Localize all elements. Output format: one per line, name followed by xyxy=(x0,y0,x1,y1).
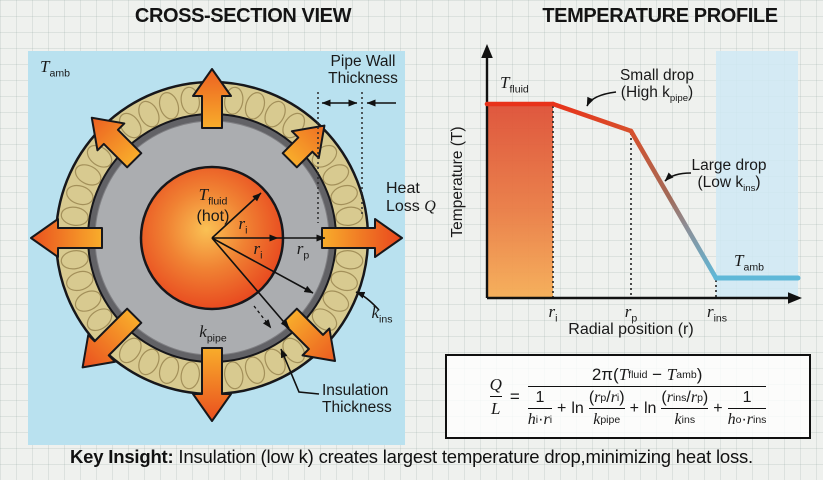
insulation-fiber-loop xyxy=(330,184,358,206)
insulation-fiber-loop xyxy=(322,164,350,186)
insulation-fiber-loop xyxy=(311,308,338,332)
radius-pointer-arrow-2 xyxy=(211,237,290,329)
cross-section-panel: Tamb Tfluid (hot) ri ri rp kpipe kins Pi… xyxy=(28,51,405,445)
heat-arrow xyxy=(81,307,143,369)
insulation-fiber-loop xyxy=(224,86,244,115)
heat-arrow xyxy=(321,218,403,258)
insulation-thickness-pointer xyxy=(280,348,320,395)
insulation-fiber-loop xyxy=(118,337,142,364)
k-pipe-label: kpipe xyxy=(199,322,227,345)
t-fluid-hot-label: Tfluid (hot) xyxy=(196,185,230,226)
x-axis-label: Radial position (r) xyxy=(568,321,694,338)
insulation-fiber-loop xyxy=(264,100,286,128)
cross-section-title: CROSS-SECTION VIEW xyxy=(134,5,352,27)
tick-r-ins: rins xyxy=(706,302,728,325)
insulation-fiber-loop xyxy=(66,270,94,292)
heat-arrow xyxy=(192,347,232,422)
k-ins-pointer-arrow xyxy=(355,291,380,311)
heat-arrow xyxy=(90,116,143,169)
curve-insulation-segment xyxy=(628,128,719,281)
insulation-fiber-loop xyxy=(158,92,180,120)
t-amb-label: Tamb xyxy=(40,57,70,80)
fluid-region-fill xyxy=(487,104,553,298)
large-drop-pointer-arrow xyxy=(664,172,692,182)
equals-sign: = xyxy=(509,386,520,406)
y-axis-label: Temperature (T) xyxy=(449,126,466,238)
r-i-label-2: ri xyxy=(253,239,263,262)
chart-t-fluid-label: Tfluid xyxy=(500,73,529,96)
tick-r-p: rp xyxy=(624,302,638,325)
heat-arrow xyxy=(192,68,232,129)
t-amb-sub: amb xyxy=(49,67,70,80)
q-over-l: Q L xyxy=(489,374,502,418)
r-i-label-1: ri xyxy=(238,214,248,237)
insulation-fiber-loop xyxy=(244,92,266,120)
dashed-pointer-arrow xyxy=(253,305,272,329)
temperature-profile-plot xyxy=(481,44,802,304)
ambient-region-band xyxy=(716,51,798,298)
insulation-fiber-loop xyxy=(60,206,89,226)
r-i-diagonal-arrow xyxy=(211,192,262,239)
tick-r-i: ri xyxy=(548,302,558,325)
x-axis-arrowhead xyxy=(788,292,802,304)
insulation-fiber-loop xyxy=(86,308,113,332)
pipe-wall-thickness-label: Pipe Wall Thickness xyxy=(328,53,398,88)
r-p-label: rp xyxy=(296,239,310,262)
heat-arrow xyxy=(30,218,103,258)
t-amb-base: T xyxy=(40,57,50,76)
y-axis-arrowhead xyxy=(481,44,493,58)
small-drop-annotation: Small drop (High kpipe) xyxy=(619,67,695,105)
insulation-fiber-loop xyxy=(335,206,364,226)
insulation-fiber-loop xyxy=(330,270,358,292)
insulation-fiber-loop xyxy=(86,144,113,168)
insulation-fiber-loop xyxy=(118,112,142,139)
insulation-fiber-loop xyxy=(322,290,350,312)
heat-arrow xyxy=(281,124,326,169)
key-insight-label: Key Insight: xyxy=(70,446,174,467)
insulation-texture xyxy=(58,84,366,392)
insulation-fiber-loop xyxy=(138,348,160,376)
small-drop-pointer-arrow xyxy=(586,91,617,107)
insulation-fiber-loop xyxy=(335,250,364,270)
heat-loss-q: Q xyxy=(424,197,436,215)
curve-pipe-wall-segment xyxy=(550,101,634,134)
insulation-fiber-loop xyxy=(180,86,200,115)
insulation-fiber-loop xyxy=(244,356,266,384)
k-ins-label: kins xyxy=(371,303,393,326)
chart-t-amb-label: Tamb xyxy=(734,251,764,274)
temperature-profile-chart: Temperature (T) Tfluid Small drop (High … xyxy=(440,40,810,345)
cross-section-drawing xyxy=(30,68,403,422)
insulation-fiber-loop xyxy=(74,164,102,186)
key-insight: Key Insight: Insulation (low k) creates … xyxy=(0,446,823,468)
insulation-fiber-loop xyxy=(66,184,94,206)
insulation-fiber-loop xyxy=(224,361,244,390)
key-insight-text: Insulation (low k) creates largest tempe… xyxy=(173,446,753,467)
insulation-fiber-loop xyxy=(180,361,200,390)
large-drop-annotation: Large drop (Low kins) xyxy=(691,157,767,195)
insulation-fiber-loop xyxy=(60,250,89,270)
heat-loss-label: Heat Loss Q xyxy=(386,180,436,215)
insulation-thickness-label: Insulation Thickness xyxy=(322,382,392,417)
insulation-fiber-loop xyxy=(158,356,180,384)
heat-flux-arrows xyxy=(30,68,403,422)
radius-pointer-arrow-1 xyxy=(211,237,314,294)
t-fluid-hot-note: (hot) xyxy=(196,208,230,226)
temperature-profile-title: TEMPERATURE PROFILE xyxy=(542,5,778,27)
